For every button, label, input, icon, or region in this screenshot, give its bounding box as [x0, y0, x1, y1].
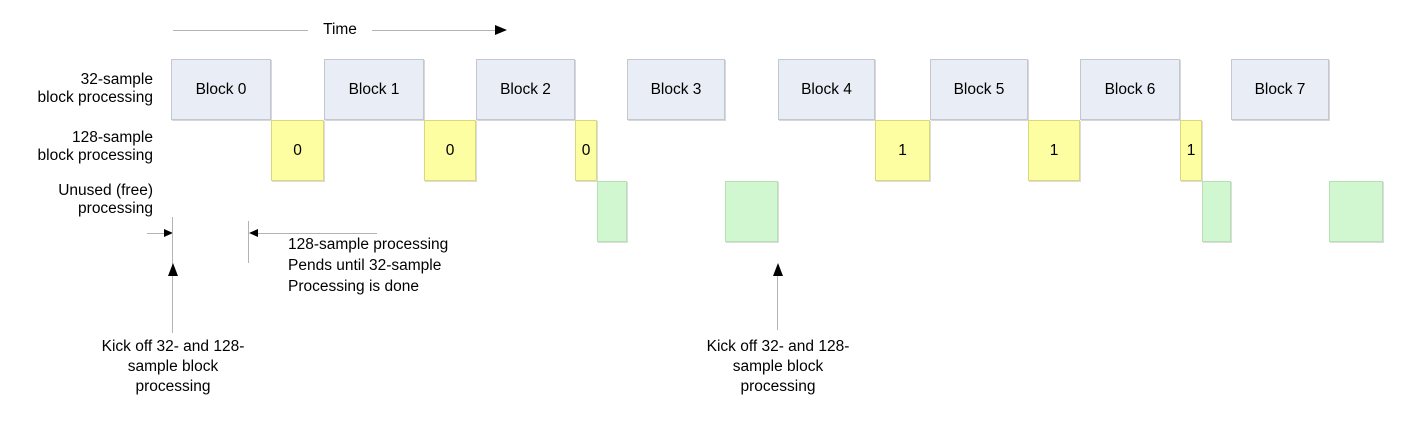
- block-32-1: Block 1: [324, 59, 424, 120]
- block-128-3: 1: [875, 120, 930, 181]
- kickoff-center-up-arrowhead-icon: [773, 263, 783, 276]
- block-32-0: Block 0: [171, 59, 271, 120]
- block-free-0: [597, 181, 627, 242]
- block-32-5: Block 5: [930, 59, 1028, 120]
- block-free-2: [1202, 181, 1231, 242]
- block-32-6: Block 6: [1080, 59, 1180, 120]
- block-128-0: 0: [271, 120, 324, 181]
- block-32-7: Block 7: [1231, 59, 1329, 120]
- kickoff-left-up-arrowhead-icon: [168, 263, 178, 276]
- block-128-1: 0: [424, 120, 476, 181]
- dim-extension-line: [248, 221, 249, 263]
- block-128-2: 0: [575, 120, 597, 181]
- kickoff-center-line: [777, 266, 778, 330]
- dim-left-arrowhead-icon: [249, 229, 258, 237]
- block-free-1: [725, 181, 778, 242]
- block-32-4: Block 4: [778, 59, 875, 120]
- time-arrowhead-icon: [495, 25, 507, 35]
- block-128-4: 1: [1028, 120, 1080, 181]
- dim-line-left: [147, 233, 164, 234]
- row-label-unused: Unused (free)processing: [58, 182, 153, 217]
- block-32-3: Block 3: [627, 59, 725, 120]
- dim-line-right: [258, 233, 377, 234]
- dim-right-arrowhead-icon: [164, 229, 173, 237]
- block-free-3: [1329, 181, 1383, 242]
- block-32-2: Block 2: [476, 59, 575, 120]
- block-128-5: 1: [1180, 120, 1202, 181]
- time-axis-label: Time: [308, 21, 372, 39]
